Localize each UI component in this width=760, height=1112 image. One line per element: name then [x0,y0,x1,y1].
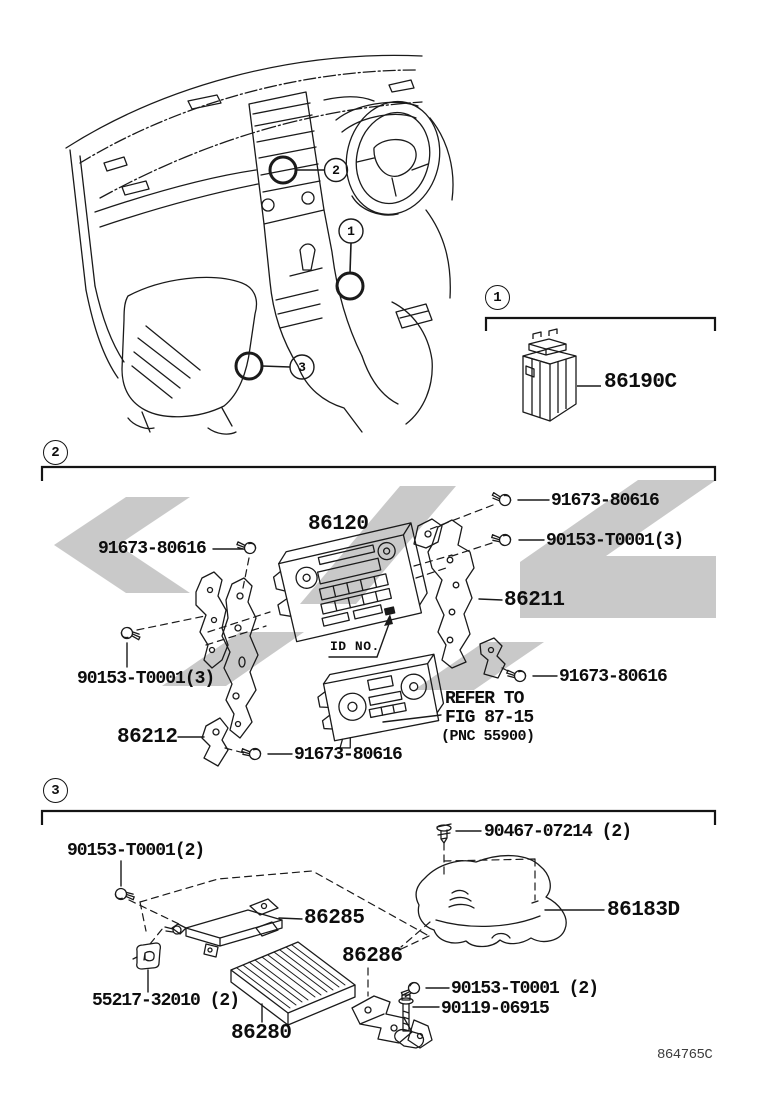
part-label-86211: 86211 [504,589,565,612]
section-2-number: 2 [43,440,68,465]
part-label-90119-06915: 90119-06915 [441,999,550,1019]
part-label-90153-T0001-left: 90153-T0001(3) [77,669,215,689]
dashboard-overview-illustration [65,54,454,435]
watermark-logo [54,480,716,690]
part-label-86280: 86280 [231,1022,292,1045]
part-label-90153-T0001-s3-bottom-right: 90153-T0001 (2) [451,979,599,999]
overview-callout-3: 3 [298,360,306,375]
part-label-90467-07214: 90467-07214 (2) [484,822,632,842]
section-1-number: 1 [485,285,510,310]
overview-callout-1: 1 [347,224,355,239]
part-label-90153-T0001-right: 90153-T0001(3) [546,531,684,551]
id-no-label: ID NO. [330,639,380,654]
part-label-91673-80616-bottom: 91673-80616 [294,745,403,765]
section3-illustration [113,823,605,1049]
overview-callout-2: 2 [332,163,340,178]
part-label-91673-80616-mid-right: 91673-80616 [559,667,668,687]
part-label-91673-80616-top-right: 91673-80616 [551,491,660,511]
part-label-86183D: 86183D [607,899,680,922]
figure-code: 864765C [657,1047,713,1063]
part-label-91673-80616-top-left: 91673-80616 [98,539,207,559]
part-label-86190C: 86190C [604,371,677,394]
section2-illustration [119,489,558,767]
part-label-90153-T0001-s3-top-left: 90153-T0001(2) [67,841,205,861]
part-label-86212: 86212 [117,726,178,749]
part-label-86285: 86285 [304,907,365,930]
section-brackets [40,316,717,825]
section-3-number: 3 [43,778,68,803]
part-label-86120: 86120 [308,513,369,536]
section1-connector-illustration [522,328,601,422]
refer-to-note-line1: REFER TO [445,689,524,709]
overview-callout-marks [234,155,365,381]
refer-to-note-line2: FIG 87-15 [445,708,534,728]
part-label-55217-32010: 55217-32010 (2) [92,991,240,1011]
refer-to-note-line3: (PNC 55900) [441,728,535,745]
part-label-86286: 86286 [342,945,403,968]
